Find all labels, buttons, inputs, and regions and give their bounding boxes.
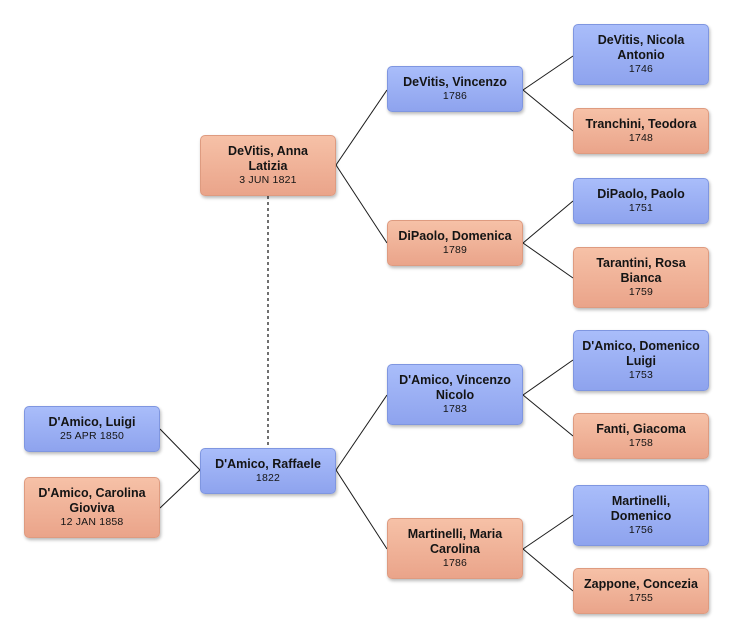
- person-name: D'Amico, Vincenzo Nicolo: [399, 373, 511, 402]
- person-card-nicola[interactable]: DeVitis, Nicola Antonio 1746: [573, 24, 709, 85]
- person-card-concezia[interactable]: Zappone, Concezia 1755: [573, 568, 709, 614]
- person-name: DeVitis, Anna Latizia: [228, 144, 308, 173]
- person-name: DeVitis, Nicola Antonio: [597, 33, 685, 62]
- person-card-vincenzo-nicolo[interactable]: D'Amico, Vincenzo Nicolo 1783: [387, 364, 523, 425]
- person-card-raffaele[interactable]: D'Amico, Raffaele 1822: [200, 448, 336, 494]
- person-name: Zappone, Concezia: [584, 577, 698, 591]
- person-name: Tarantini, Rosa Bianca: [596, 256, 686, 285]
- person-card-martinelli-domenico[interactable]: Martinelli, Domenico 1756: [573, 485, 709, 546]
- person-name: D'Amico, Domenico Luigi: [582, 339, 700, 368]
- connector-domenica-rosa: [522, 242, 574, 279]
- person-name: Fanti, Giacoma: [596, 422, 686, 436]
- person-name: Martinelli, Domenico: [610, 494, 672, 523]
- connector-raffaele-maria: [335, 469, 388, 550]
- person-date: 1759: [628, 286, 654, 298]
- connector-vincenzo-teodora: [522, 89, 574, 132]
- person-card-domenico-luigi[interactable]: D'Amico, Domenico Luigi 1753: [573, 330, 709, 391]
- connector-luigi-raffaele: [159, 428, 201, 471]
- person-date: 1755: [628, 592, 654, 604]
- person-date: 25 APR 1850: [59, 430, 125, 442]
- person-date: 12 JAN 1858: [60, 516, 124, 528]
- person-name: Tranchini, Teodora: [585, 117, 697, 131]
- person-date: 1786: [442, 90, 468, 102]
- person-name: D'Amico, Luigi: [48, 415, 136, 429]
- connector-anna-vincenzo: [335, 89, 388, 166]
- person-date: 1786: [442, 557, 468, 569]
- person-name: DiPaolo, Paolo: [597, 187, 685, 201]
- person-card-luigi[interactable]: D'Amico, Luigi 25 APR 1850: [24, 406, 160, 452]
- person-date: 3 JUN 1821: [239, 174, 297, 186]
- connector-vnicolo-dluigi: [522, 359, 574, 396]
- person-date: 1756: [628, 524, 654, 536]
- connector-maria-concezia: [522, 548, 574, 592]
- person-card-paolo[interactable]: DiPaolo, Paolo 1751: [573, 178, 709, 224]
- connector-domenica-paolo: [522, 200, 574, 244]
- person-date: 1789: [442, 244, 468, 256]
- person-card-giacoma[interactable]: Fanti, Giacoma 1758: [573, 413, 709, 459]
- person-date: 1746: [628, 63, 654, 75]
- person-card-vincenzo[interactable]: DeVitis, Vincenzo 1786: [387, 66, 523, 112]
- connector-raffaele-vnicolo: [335, 394, 388, 471]
- person-name: DeVitis, Vincenzo: [403, 75, 507, 89]
- person-card-carolina[interactable]: D'Amico, Carolina Gioviva 12 JAN 1858: [24, 477, 160, 538]
- connector-anna-domenica: [335, 164, 388, 244]
- person-name: Martinelli, Maria Carolina: [407, 527, 503, 556]
- person-date: 1748: [628, 132, 654, 144]
- person-card-anna[interactable]: DeVitis, Anna Latizia 3 JUN 1821: [200, 135, 336, 196]
- person-name: D'Amico, Raffaele: [215, 457, 321, 471]
- person-date: 1758: [628, 437, 654, 449]
- connector-carolina-raffaele: [159, 469, 201, 509]
- person-date: 1753: [628, 369, 654, 381]
- person-date: 1751: [628, 202, 654, 214]
- connector-vnicolo-giacoma: [522, 394, 574, 437]
- person-date: 1822: [255, 472, 281, 484]
- person-name: DiPaolo, Domenica: [398, 229, 512, 243]
- person-name: D'Amico, Carolina Gioviva: [38, 486, 146, 515]
- person-card-teodora[interactable]: Tranchini, Teodora 1748: [573, 108, 709, 154]
- person-card-domenica[interactable]: DiPaolo, Domenica 1789: [387, 220, 523, 266]
- connector-maria-mdomenico: [522, 514, 574, 550]
- connector-vincenzo-nicola: [522, 55, 574, 91]
- person-date: 1783: [442, 403, 468, 415]
- person-card-maria[interactable]: Martinelli, Maria Carolina 1786: [387, 518, 523, 579]
- person-card-rosa[interactable]: Tarantini, Rosa Bianca 1759: [573, 247, 709, 308]
